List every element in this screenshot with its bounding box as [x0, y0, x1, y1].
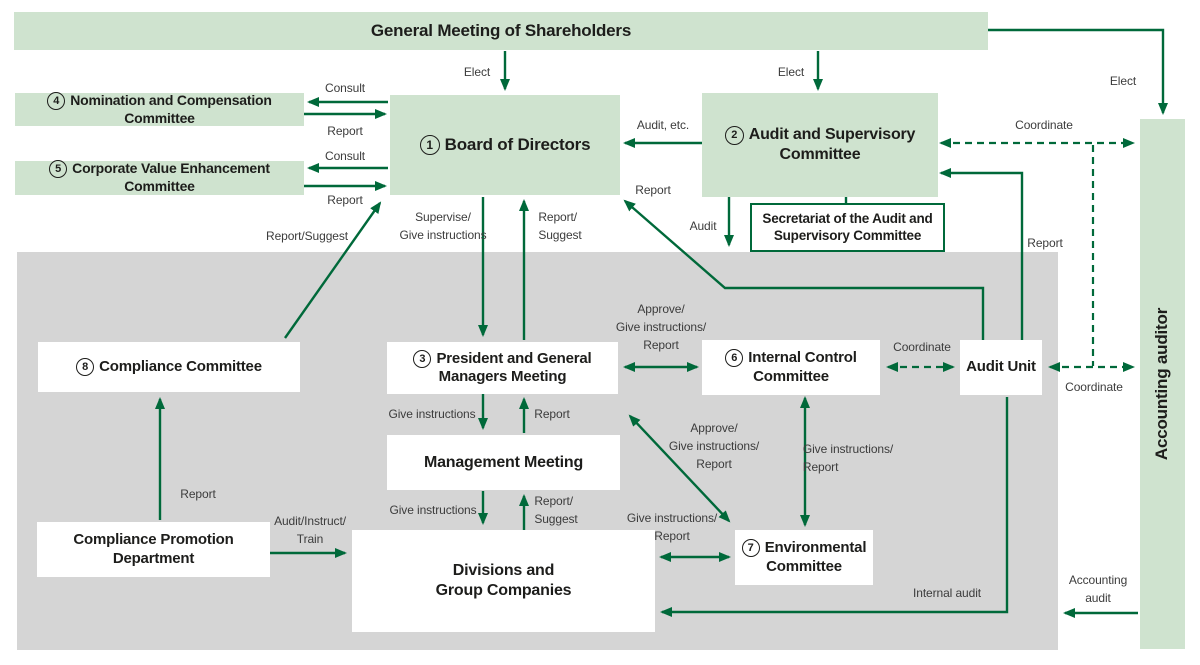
node-label: Compliance Promotion Department [73, 531, 234, 567]
node-label: Audit Unit [966, 358, 1036, 376]
edge-label-approve-env: Approve/ Give instructions/ Report [668, 421, 760, 471]
node-management-meeting: Management Meeting [387, 435, 620, 490]
node-label: President and General Managers Meeting [436, 349, 592, 385]
node-general-meeting-of-shareholders: General Meeting of Shareholders [14, 12, 988, 50]
edge-label-approve-icc: Approve/ Give instructions/ Report [615, 302, 707, 352]
node-label: Divisions and Group Companies [435, 562, 572, 599]
node-label: Accounting auditor [1152, 307, 1172, 461]
node-label: Compliance Committee [99, 357, 262, 375]
circled-number: 3 [413, 349, 432, 368]
node-label: Nomination and Compensation Committee [70, 91, 272, 126]
node-label: Secretariat of the Audit and Supervisory… [762, 211, 933, 243]
edge-label-report-suggest-board: Report/ Suggest [538, 210, 582, 242]
node-label: Corporate Value Enhancement Committee [72, 160, 270, 195]
node-divisions-and-group-companies: Divisions and Group Companies [352, 530, 655, 632]
node-label: Environmental Committee [764, 539, 867, 575]
edge-label-report-ncc: Report [327, 124, 363, 138]
edge-label-report-mgmt: Report [534, 407, 570, 421]
edge-label-give-instructions-mgmt: Give instructions [388, 407, 476, 421]
node-secretariat-audit-supervisory-committee: Secretariat of the Audit and Supervisory… [750, 203, 945, 252]
node-label: Audit and Supervisory Committee [748, 126, 916, 164]
circled-number: 8 [76, 357, 95, 376]
edge-label-report-cvec: Report [327, 193, 363, 207]
node-label: Internal Control Committee [748, 349, 857, 385]
edge-label-audit-instruct-train: Audit/Instruct/ Train [274, 514, 346, 546]
edge-label-audit-etc: Audit, etc. [636, 118, 690, 132]
edge-label-internal-audit: Internal audit [913, 586, 981, 600]
circled-number: 2 [724, 126, 744, 146]
circled-number: 6 [725, 349, 744, 368]
node-label: Board of Directors [444, 134, 591, 154]
edge-label-elect-auditor: Elect [1109, 74, 1137, 88]
node-audit-unit: Audit Unit [960, 340, 1042, 395]
node-label: General Meeting of Shareholders [370, 20, 632, 40]
edge-label-report-to-board: Report [635, 183, 671, 197]
edge-label-give-instructions-div: Give instructions [389, 503, 477, 517]
edge-label-audit-down: Audit [689, 219, 717, 233]
circled-number: 1 [419, 134, 440, 155]
edge-label-elect-asc: Elect [777, 65, 805, 79]
edge-label-consult-cvec: Consult [325, 149, 365, 163]
edge-label-give-report-icc-env: Give instructions/ Report [802, 442, 894, 474]
edge-label-elect-board: Elect [463, 65, 491, 79]
edge-label-coordinate-icc: Coordinate [893, 340, 951, 354]
circled-number: 5 [49, 160, 68, 179]
edge-label-coordinate-top: Coordinate [1015, 118, 1073, 132]
node-label: Management Meeting [423, 453, 584, 471]
edge-label-give-report-div-env: Give instructions/ Report [626, 511, 718, 543]
edge-label-report-cpd: Report [180, 487, 216, 501]
edge-label-coordinate-auditor: Coordinate [1065, 380, 1123, 394]
edge-label-accounting-audit: Accounting audit [1068, 573, 1128, 605]
node-accounting-auditor: Accounting auditor [1140, 119, 1185, 649]
node-compliance-promotion-department: Compliance Promotion Department [37, 522, 270, 577]
edge-label-supervise: Supervise/ Give instructions [399, 210, 487, 242]
circled-number: 7 [741, 539, 760, 558]
edge-label-consult-ncc: Consult [325, 81, 365, 95]
edge-label-report-suggest-div: Report/ Suggest [534, 494, 578, 526]
edge-label-report-audit-unit: Report [1027, 236, 1063, 250]
edge-label-report-suggest-cc: Report/Suggest [266, 229, 348, 243]
circled-number: 4 [47, 91, 66, 110]
